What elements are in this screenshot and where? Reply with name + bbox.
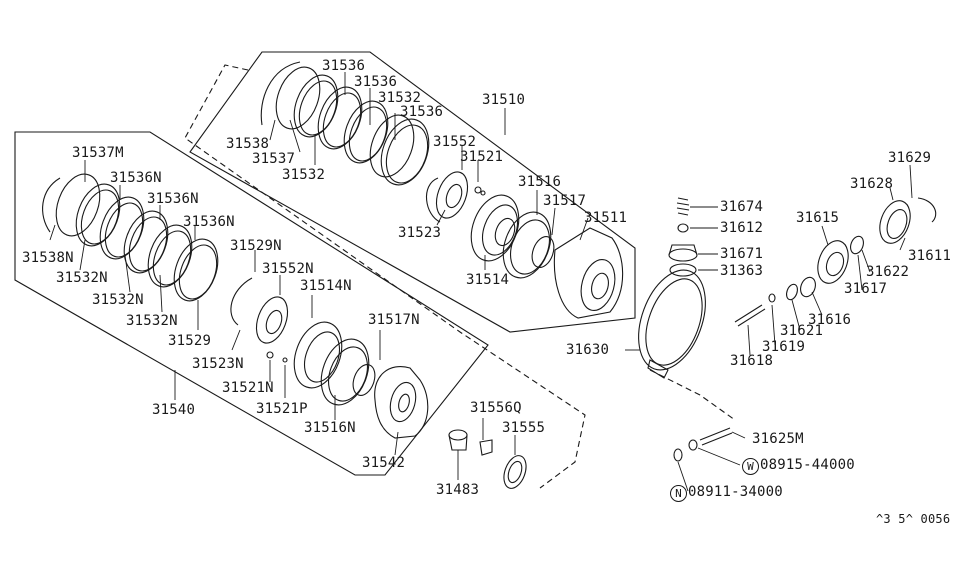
label-31611: 31611: [908, 248, 952, 264]
label-31555: 31555: [502, 420, 546, 436]
seal-31363: [670, 264, 696, 276]
label-31536-c: 31536: [400, 104, 444, 120]
servo-parts: [735, 197, 936, 326]
leader-lines: [50, 72, 912, 491]
piston-31671: [669, 245, 697, 261]
label-31674: 31674: [720, 199, 764, 215]
label-31618: 31618: [730, 353, 774, 369]
label-31521N: 31521N: [222, 380, 274, 396]
label-31523N: 31523N: [192, 356, 244, 372]
n-symbol-icon: N: [670, 485, 687, 502]
label-31630: 31630: [566, 342, 610, 358]
label-31517N: 31517N: [368, 312, 420, 328]
lower-clutch-plates: [43, 168, 226, 307]
label-31523: 31523: [398, 225, 442, 241]
label-31552N: 31552N: [262, 261, 314, 277]
label-31536-a: 31536: [322, 58, 366, 74]
label-31536-b: 31536: [354, 74, 398, 90]
label-31363: 31363: [720, 263, 764, 279]
label-31540: 31540: [152, 402, 196, 418]
label-31536N-2: 31536N: [147, 191, 199, 207]
bracket-31556Q: [480, 440, 492, 455]
label-31625M: 31625M: [752, 431, 804, 447]
lower-assembly-boundary: [15, 132, 488, 475]
spring-31674: [677, 198, 689, 215]
label-31511: 31511: [584, 210, 628, 226]
label-31538N: 31538N: [22, 250, 74, 266]
lower-drum: [375, 367, 428, 438]
label-31516: 31516: [518, 174, 562, 190]
label-31617: 31617: [844, 281, 888, 297]
label-31532N-3: 31532N: [126, 313, 178, 329]
upper-assembly-boundary: [190, 52, 635, 332]
label-31537: 31537: [252, 151, 296, 167]
label-31510: 31510: [482, 92, 526, 108]
label-31612: 31612: [720, 220, 764, 236]
upper-clutch-plates: [261, 61, 437, 191]
band-31630: [626, 261, 718, 379]
label-31536N-1: 31536N: [110, 170, 162, 186]
label-31532-b: 31532: [282, 167, 326, 183]
label-31514: 31514: [466, 272, 510, 288]
label-31629: 31629: [888, 150, 932, 166]
lower-piston: [286, 316, 379, 412]
upper-retainer: [426, 168, 485, 223]
label-31537M: 31537M: [72, 145, 124, 161]
lower-retainer: [231, 278, 293, 362]
bushing-31483: [449, 430, 467, 450]
label-31529: 31529: [168, 333, 212, 349]
label-31521P: 31521P: [256, 401, 308, 417]
servo-pin-31625M: [674, 428, 732, 461]
label-31621: 31621: [780, 323, 824, 339]
label-31616: 31616: [808, 312, 852, 328]
label-31532N-2: 31532N: [92, 292, 144, 308]
label-31619: 31619: [762, 339, 806, 355]
washer-31555: [500, 453, 530, 492]
upper-piston: [463, 189, 560, 285]
dashed-guide-line-band: [650, 370, 735, 420]
label-31622: 31622: [866, 264, 910, 280]
label-31532-a: 31532: [378, 90, 422, 106]
w-symbol-icon: W: [742, 458, 759, 475]
part-number-w: 08915-44000: [760, 457, 855, 473]
label-31516N: 31516N: [304, 420, 356, 436]
o-ring-31612: [678, 224, 688, 232]
label-31532N-1: 31532N: [56, 270, 108, 286]
label-31628: 31628: [850, 176, 894, 192]
diagram-code: ^3 5^ 0056: [876, 512, 951, 526]
label-31517: 31517: [543, 193, 587, 209]
part-number-n: 08911-34000: [688, 484, 783, 500]
label-31483: 31483: [436, 482, 480, 498]
label-31521: 31521: [460, 149, 504, 165]
label-31552: 31552: [433, 134, 477, 150]
label-31538: 31538: [226, 136, 270, 152]
upper-drum: [554, 228, 622, 318]
label-31514N: 31514N: [300, 278, 352, 294]
label-31536N-3: 31536N: [183, 214, 235, 230]
label-31556Q: 31556Q: [470, 400, 522, 416]
dashed-guide-line: [185, 65, 585, 488]
label-31615: 31615: [796, 210, 840, 226]
label-31529N: 31529N: [230, 238, 282, 254]
label-31542: 31542: [362, 455, 406, 471]
label-31671: 31671: [720, 246, 764, 262]
